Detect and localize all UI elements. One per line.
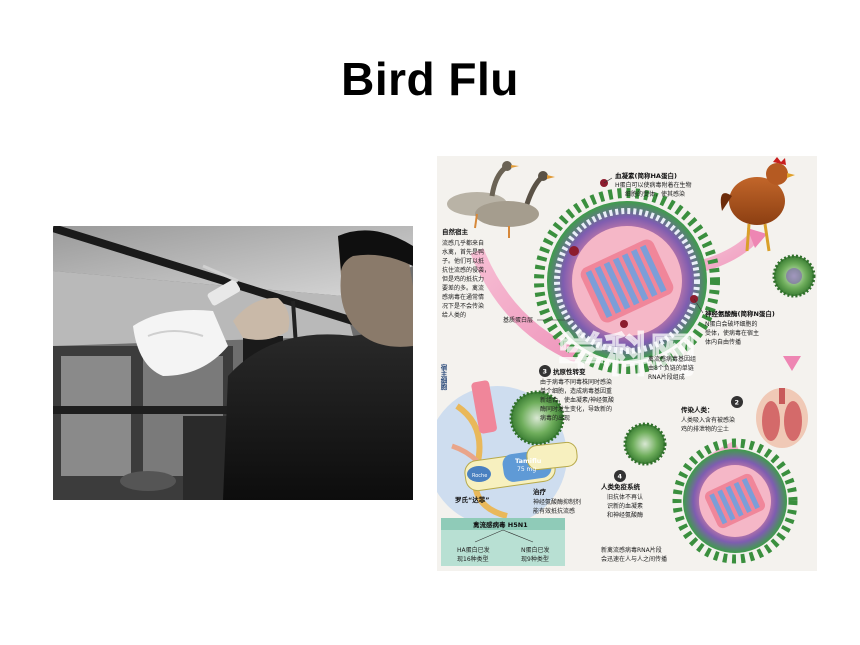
infect-num: 2	[735, 399, 740, 407]
natural-host-line-6: 要差的多。禽流	[442, 284, 484, 292]
infect-line-1: 人类吸入含有被感染	[681, 416, 735, 424]
infect-title: 传染人类：	[680, 405, 714, 414]
antigen-line-2: 单个细胞，造成病毒基因重	[540, 387, 612, 395]
tamiflu-brand: Tamiflu	[515, 457, 542, 465]
natural-host-line-8: 况下是不会传染	[442, 302, 484, 310]
immune-line-2: 识新的血凝素	[607, 502, 643, 510]
small-virus-middle	[623, 422, 667, 466]
antigen-title: 抗原性转变	[553, 367, 586, 376]
bird-flu-infographic: Tamiflu 75 mg Roche 学科网 3 2 4 自然宿主 流感几乎都…	[437, 156, 817, 571]
natural-host-line-1: 流感几乎都来自	[442, 239, 484, 247]
natural-host-line-9: 给人类的	[442, 311, 466, 319]
natural-host-title: 自然宿主	[442, 227, 469, 236]
h5n1-title: 禽流感病毒 H5N1	[472, 520, 528, 529]
infographic-drawing: Tamiflu 75 mg Roche 学科网 3 2 4 自然宿主 流感几乎都…	[437, 157, 816, 566]
slide-title: Bird Flu	[341, 53, 519, 105]
ha-line-2: 细胞的受体，使其感染	[625, 190, 685, 198]
tamiflu-caption: 罗氏“达菲”	[455, 495, 490, 504]
natural-host-line-2: 水禽，首先是鸭	[442, 248, 484, 256]
natural-host-line-4: 抗住流感的侵袭，	[442, 266, 490, 274]
watermark-text: 学科网	[558, 328, 696, 382]
antigen-line-5: 病毒的出现	[540, 414, 570, 422]
natural-host-line-3: 子。他们可以抵	[442, 257, 484, 265]
antigen-line-3: 新组合，使血凝素/神经氨酸	[540, 396, 614, 404]
rna-line-1: 禽流感病毒基因组	[648, 355, 696, 363]
ha-line-1: H蛋白可以使病毒附着在生物	[615, 181, 692, 189]
new-virus-line-1: 新禽流感病毒RNA片段	[601, 546, 662, 554]
main-virus-diagram	[534, 179, 720, 374]
geese-illustration	[447, 161, 555, 238]
new-virus-line-2: 会迅速在人与人之间传播	[601, 555, 667, 563]
natural-host-line-7: 感病毒在通常情	[442, 293, 484, 301]
matrix-label: 基质蛋白层	[503, 316, 533, 324]
natural-host-line-5: 但是鸡的抵抗力	[442, 275, 484, 283]
na-line-3: 体内自由传播	[705, 338, 741, 346]
immune-line-1: 旧抗体不再认	[607, 493, 643, 501]
treatment-title: 治疗	[533, 487, 547, 496]
tamiflu-dose: 75 mg	[517, 466, 536, 473]
small-virus-top-right	[772, 254, 816, 298]
h5n1-n-line-2: 现9种类型	[521, 555, 549, 563]
host-cell-label: 宿主细胞	[439, 363, 448, 392]
immune-num: 4	[618, 473, 623, 481]
antigen-line-1: 由于病毒不同毒株同时感染	[540, 378, 612, 386]
antigen-line-4: 酶同时发生变化，导致新的	[540, 405, 612, 413]
immune-title: 人类免疫系统	[601, 482, 641, 491]
antigen-num: 3	[543, 368, 548, 376]
na-line-2: 受体，使病毒在宿主	[705, 329, 759, 337]
immune-line-3: 和神经氨酸酶	[607, 511, 643, 519]
na-title: 神经氨酸酶(简称N蛋白)	[705, 309, 775, 318]
ha-title: 血凝素(简称HA蛋白)	[615, 171, 677, 180]
rna-line-2: 由8个负链的单链	[648, 364, 694, 372]
h5n1-h-line-1: HA蛋白已发	[457, 546, 490, 554]
h5n1-h-line-2: 现16种类型	[457, 555, 489, 563]
na-line-1: N蛋白会破坏细胞的	[705, 320, 758, 328]
roche-label: Roche	[472, 473, 487, 479]
worker-photo-drawing	[53, 226, 413, 500]
infect-line-2: 鸡的排泄物的尘土	[681, 425, 729, 433]
tamiflu-box	[464, 441, 578, 492]
rna-line-3: RNA片段组成	[648, 373, 685, 381]
h5n1-n-line-1: N蛋白已发	[521, 546, 550, 554]
chicken-illustration	[720, 157, 795, 252]
treatment-line-1: 神经氨酸酶抑制剂	[533, 498, 581, 506]
worker-photo	[53, 226, 413, 500]
treatment-line-2: 能有效抵抗流感	[533, 507, 575, 515]
lungs-illustration	[756, 388, 808, 448]
bottom-virus-diagram	[672, 438, 798, 564]
